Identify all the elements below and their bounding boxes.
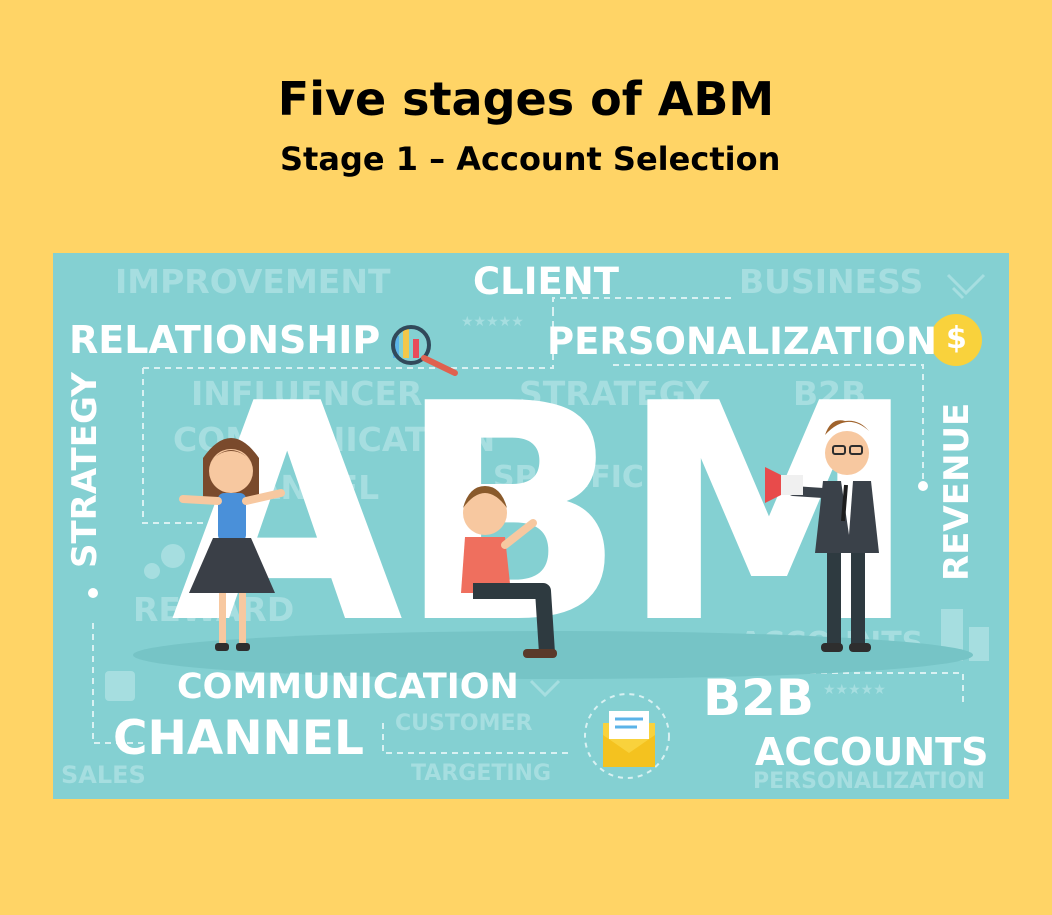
word-accounts: ACCOUNTS	[755, 730, 989, 774]
word-strategy-top: STRATEGY	[519, 374, 709, 413]
svg-text:★★★★★: ★★★★★	[823, 682, 886, 698]
megaphone-man-figure	[765, 420, 879, 652]
coin-symbol: $	[946, 321, 967, 356]
abm-illustration: IMPROVEMENT BUSINESS INFLUENCER STRATEGY…	[53, 253, 1009, 799]
envelope-icon	[584, 693, 670, 779]
characters	[179, 420, 879, 658]
page-subtitle: Stage 1 – Account Selection	[280, 140, 781, 178]
word-customer: CUSTOMER	[395, 711, 533, 736]
seated-man-figure	[461, 486, 557, 658]
word-targeting: TARGETING	[411, 761, 552, 786]
word-communication: COMMUNICATION	[177, 667, 519, 707]
word-b2b-faint: B2B	[793, 374, 867, 413]
word-reward: REWARD	[133, 590, 295, 629]
stars-icon: ★★★★★ ★★★★★ ★★	[461, 314, 886, 698]
puzzle-icon	[105, 671, 135, 701]
gear-icon	[144, 544, 185, 579]
word-improvement: IMPROVEMENT	[115, 262, 391, 301]
word-personalization-bottom: PERSONALIZATION	[753, 769, 985, 794]
coin-icon	[930, 314, 982, 366]
svg-text:★★★★★: ★★★★★	[461, 314, 524, 330]
word-specific: SPECIFIC	[493, 460, 644, 495]
word-client: CLIENT	[473, 260, 619, 303]
word-b2b: B2B	[703, 669, 815, 727]
woman-figure	[179, 438, 285, 651]
magnifier-icon	[391, 325, 458, 376]
word-sales: SALES	[61, 761, 146, 789]
handshake-icon	[529, 273, 986, 698]
word-business: BUSINESS	[739, 262, 924, 301]
word-relationship: RELATIONSHIP	[69, 318, 381, 362]
word-personalization: PERSONALIZATION	[547, 320, 937, 363]
word-channel: CHANNEL	[113, 711, 364, 766]
page-title: Five stages of ABM	[277, 72, 775, 126]
word-influencer: INFLUENCER	[191, 374, 423, 413]
